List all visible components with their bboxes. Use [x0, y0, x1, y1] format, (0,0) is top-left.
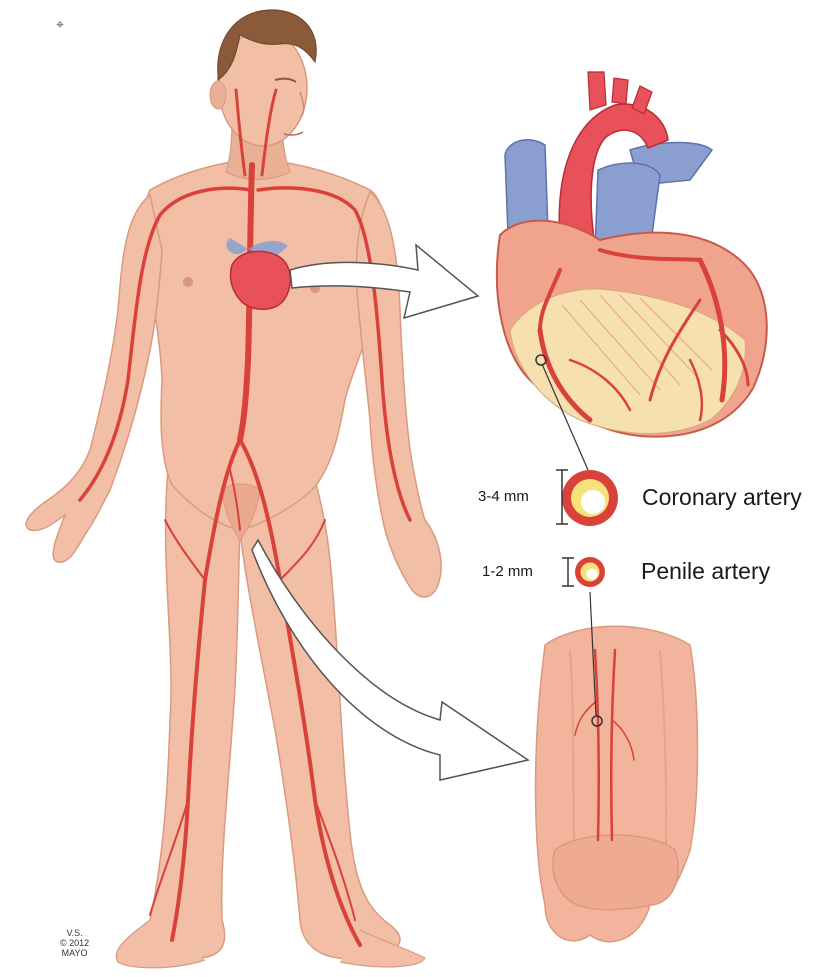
- credit-org: MAYO: [60, 948, 89, 958]
- penile-cross-section: [575, 557, 605, 587]
- coronary-artery-label: Coronary artery: [642, 484, 802, 511]
- penile-size-label: 1-2 mm: [482, 563, 533, 580]
- credit-year: © 2012: [60, 938, 89, 948]
- coronary-size-label: 3-4 mm: [478, 488, 529, 505]
- artist-credit: V.S. © 2012 MAYO: [60, 928, 89, 958]
- penile-size-bracket: [562, 558, 574, 586]
- heart-detail: [497, 72, 767, 437]
- coronary-cross-section: [562, 470, 618, 526]
- credit-initials: V.S.: [60, 928, 89, 938]
- penis-detail: [536, 626, 698, 942]
- penile-artery-label: Penile artery: [641, 558, 770, 585]
